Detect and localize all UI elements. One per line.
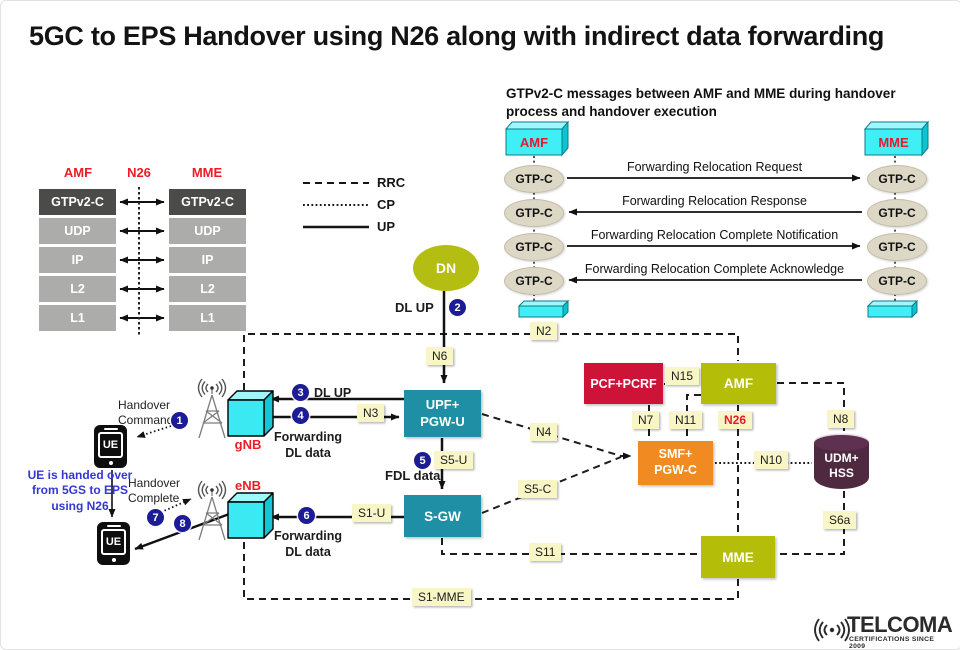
step-1: 1	[171, 412, 188, 429]
node-pcf-pcrf: PCF+PCRF	[584, 363, 663, 404]
gnb-label: gNB	[234, 437, 262, 452]
page-title: 5GC to EPS Handover using N26 along with…	[29, 21, 885, 51]
tag-n11: N11	[669, 411, 703, 429]
stack-right-layer-l2: L2	[169, 276, 246, 302]
gtpc-node: GTP-C	[504, 233, 564, 261]
node-amf: AMF	[701, 363, 776, 404]
tag-n4: N4	[530, 423, 558, 441]
gtpc-node: GTP-C	[867, 199, 927, 227]
forwarding-dl-gnb: Forwarding DL data	[273, 430, 343, 461]
gnb-antenna-icon	[197, 378, 227, 439]
tag-n10: N10	[754, 451, 789, 469]
ue-device-top: UE	[94, 425, 127, 468]
stack-left-layer-l1: L1	[39, 305, 116, 331]
msg-response: Forwarding Relocation Response	[622, 194, 807, 208]
stack-amf-label: AMF	[63, 165, 93, 180]
tag-n26: N26	[718, 411, 753, 429]
ue-screen-label: UE	[101, 529, 126, 555]
handover-complete-label: Handover Complete	[128, 476, 181, 505]
tag-n15: N15	[665, 367, 700, 385]
node-smf-pgwc: SMF+ PGW-C	[638, 441, 713, 485]
dl-up-label-gnb: DL UP	[314, 386, 352, 400]
stack-left-layer-ip: IP	[39, 247, 116, 273]
node-sgw: S-GW	[404, 495, 481, 537]
phone-home-dot	[108, 461, 113, 465]
step-4: 4	[292, 407, 309, 424]
tag-n6: N6	[426, 347, 454, 365]
tag-s11: S11	[529, 543, 562, 561]
msg-complete-notification: Forwarding Relocation Complete Notificat…	[590, 228, 839, 242]
legend-label-rrc: RRC	[377, 175, 406, 190]
msg-request: Forwarding Relocation Request	[626, 160, 803, 174]
node-upf-pgwu: UPF+ PGW-U	[404, 390, 481, 437]
brand-name: TELCOMA	[847, 612, 953, 637]
legend-label-cp: CP	[377, 197, 396, 212]
gtpc-node: GTP-C	[504, 199, 564, 227]
brand-radio-icon	[814, 618, 850, 642]
step-2: 2	[449, 299, 466, 316]
tag-s1mme: S1-MME	[412, 588, 471, 606]
stack-peer-arrows	[119, 198, 165, 322]
stack-left-layer-l2: L2	[39, 276, 116, 302]
stack-right-layer-gtpv2c: GTPv2-C	[169, 189, 246, 215]
node-udm-hss: UDM+ HSS	[814, 435, 869, 489]
msg-complete-acknowledge: Forwarding Relocation Complete Acknowled…	[584, 262, 845, 276]
s11-line	[441, 538, 699, 555]
forwarding-dl-enb: Forwarding DL data	[273, 529, 343, 560]
gtpc-node: GTP-C	[867, 165, 927, 193]
ue-screen-label: UE	[98, 432, 123, 458]
stack-right-layer-udp: UDP	[169, 218, 246, 244]
node-udm-line1: UDM+	[824, 451, 859, 465]
tag-n3: N3	[357, 404, 385, 422]
ue-device-bottom: UE	[97, 522, 130, 565]
node-upf-line1: UPF+	[425, 397, 460, 413]
phone-speaker-line	[106, 525, 121, 527]
legend-label-up: UP	[377, 219, 396, 234]
tag-n8: N8	[827, 410, 855, 428]
dl-up-label-top: DL UP	[395, 300, 434, 315]
seq-mme-entity: MME	[878, 134, 909, 150]
ue-handover-note: UE is handed over from 5GS to EPS using …	[27, 468, 133, 513]
node-mme: MME	[701, 536, 775, 578]
legend-lines	[303, 182, 369, 229]
tag-n2: N2	[530, 322, 558, 340]
stack-n26-label: N26	[127, 165, 151, 180]
phone-speaker-line	[103, 428, 118, 430]
tag-s5u: S5-U	[434, 451, 474, 469]
stack-right-layer-ip: IP	[169, 247, 246, 273]
node-smf-line2: PGW-C	[654, 463, 697, 477]
n2-line	[243, 333, 739, 390]
seq-mme-slab	[866, 299, 919, 319]
step-7: 7	[147, 509, 164, 526]
step-6: 6	[298, 507, 315, 524]
seq-amf-slab	[517, 299, 570, 319]
step-8: 8	[174, 515, 191, 532]
stack-left-layer-gtpv2c: GTPv2-C	[39, 189, 116, 215]
gtpc-node: GTP-C	[504, 267, 564, 295]
sequence-heading: GTPv2-C messages between AMF and MME dur…	[506, 86, 896, 120]
brand-tagline: CERTIFICATIONS SINCE 2009	[849, 636, 935, 650]
gtpc-node: GTP-C	[504, 165, 564, 193]
stack-right-layer-l1: L1	[169, 305, 246, 331]
gtpc-node: GTP-C	[867, 233, 927, 261]
tag-s1u: S1-U	[352, 504, 392, 522]
seq-amf-entity: AMF	[519, 134, 549, 150]
enb-antenna-icon	[197, 480, 227, 541]
step-3: 3	[292, 384, 309, 401]
tag-s6a: S6a	[823, 511, 857, 529]
fdl-data-label: FDL data	[385, 468, 441, 483]
step-5: 5	[414, 452, 431, 469]
stack-mme-label: MME	[191, 165, 223, 180]
node-dn: DN	[413, 245, 479, 291]
gtpc-node: GTP-C	[867, 267, 927, 295]
handover-command-label: Handover Command	[118, 398, 174, 427]
stack-left-layer-udp: UDP	[39, 218, 116, 244]
node-udm-line2: HSS	[829, 466, 854, 480]
enb-label: eNB	[234, 478, 261, 493]
tag-s5c: S5-C	[518, 480, 558, 498]
node-upf-line2: PGW-U	[420, 413, 465, 429]
node-smf-line1: SMF+	[658, 447, 693, 462]
phone-home-dot	[111, 558, 116, 562]
tag-n7: N7	[632, 411, 660, 429]
